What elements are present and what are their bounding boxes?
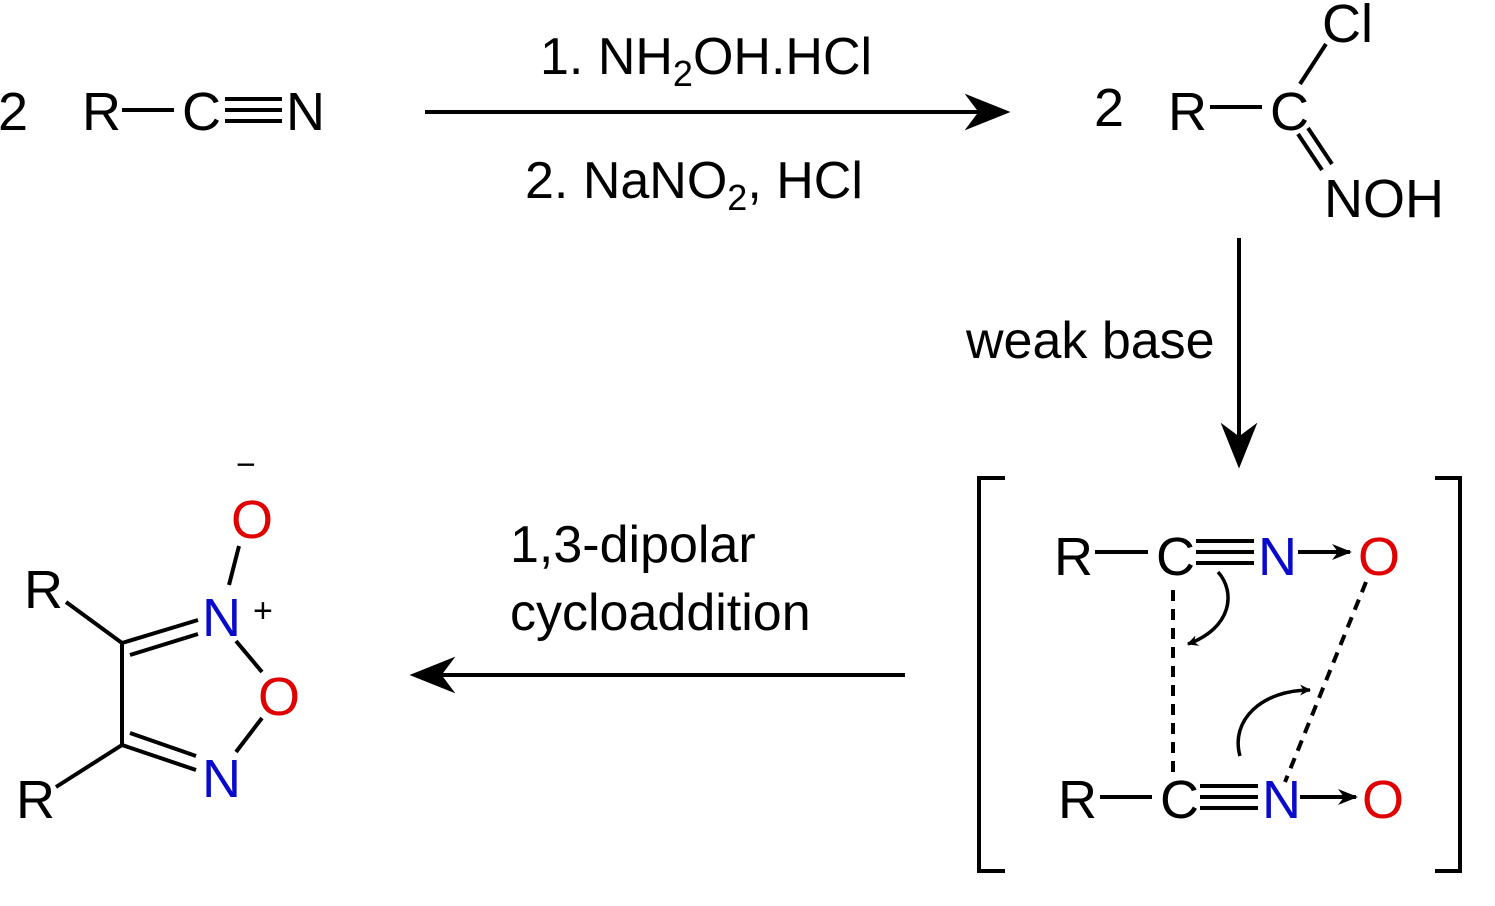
reactant-triple-bond xyxy=(225,97,282,123)
bottom-carbon: C xyxy=(1160,770,1199,830)
step1-condition-1: 1. NH2OH.HCl xyxy=(540,28,872,94)
curved-arrow-bottom xyxy=(1236,684,1312,757)
reactant-carbon: C xyxy=(182,82,221,142)
bottom-oxygen: O xyxy=(1362,770,1404,830)
nitrile-oxide-bottom: R C N O xyxy=(1058,770,1404,830)
chlorooxime-c-cl-bond xyxy=(1298,42,1328,86)
product-r-bottom-bond xyxy=(54,743,124,789)
product-n-o-exo-bond xyxy=(227,545,241,586)
step3-condition-2: cycloaddition xyxy=(510,584,811,642)
reactant-r-group: R xyxy=(82,82,121,142)
top-carbon: C xyxy=(1156,527,1195,587)
forming-bond-o-c xyxy=(1283,581,1368,783)
reactant-nitrile: 2 R C N xyxy=(0,82,325,142)
bottom-triple-bond xyxy=(1200,784,1258,810)
top-r-group: R xyxy=(1054,527,1093,587)
top-triple-bond xyxy=(1196,539,1254,565)
top-oxygen: O xyxy=(1358,527,1400,587)
chlorooxime-noh: NOH xyxy=(1324,169,1444,229)
chlorooxime-carbon: C xyxy=(1270,82,1309,142)
product-r-bottom: R xyxy=(16,770,55,830)
chlorooxime-r-group: R xyxy=(1168,82,1207,142)
top-nitrogen: N xyxy=(1258,527,1297,587)
chlorooxime-product: 2 R C Cl NOH xyxy=(1094,0,1444,229)
chlorooxime-c-n-double-bond xyxy=(1296,126,1334,172)
product-r-top-bond xyxy=(64,600,124,645)
product-n-o-ring-bond xyxy=(234,639,264,674)
product-c-n-ring-double-bond xyxy=(121,731,197,772)
product-r-top: R xyxy=(24,560,63,620)
product-n-oxide: N xyxy=(202,588,241,648)
bottom-nitrogen: N xyxy=(1262,770,1301,830)
reactant-nitrogen: N xyxy=(286,82,325,142)
product-n-ring: N xyxy=(202,749,241,809)
step1-condition-2: 2. NaNO2, HCl xyxy=(525,152,863,218)
step3-condition-1: 1,3-dipolar xyxy=(510,516,756,574)
product-o-ring: O xyxy=(258,667,300,727)
step2-condition: weak base xyxy=(965,312,1215,370)
bottom-r-group: R xyxy=(1058,770,1097,830)
intermediate-bracket-right xyxy=(1435,476,1462,873)
chlorooxime-chlorine: Cl xyxy=(1322,0,1373,54)
product-o-exo: O xyxy=(231,490,273,550)
nitrile-oxide-top: R C N O xyxy=(1054,527,1400,587)
intermediate-bracket-left xyxy=(977,476,1005,873)
product-c-n-oxide-double-bond xyxy=(121,618,199,657)
product-plus-charge: + xyxy=(253,592,273,630)
curved-arrow-top xyxy=(1186,570,1230,646)
chlorooxime-coefficient: 2 xyxy=(1094,78,1124,138)
reactant-coefficient: 2 xyxy=(0,82,28,142)
furoxan-product: R R N + O − O N xyxy=(16,446,300,830)
product-minus-charge: − xyxy=(236,446,256,484)
product-o-n-ring-bond xyxy=(234,716,264,754)
